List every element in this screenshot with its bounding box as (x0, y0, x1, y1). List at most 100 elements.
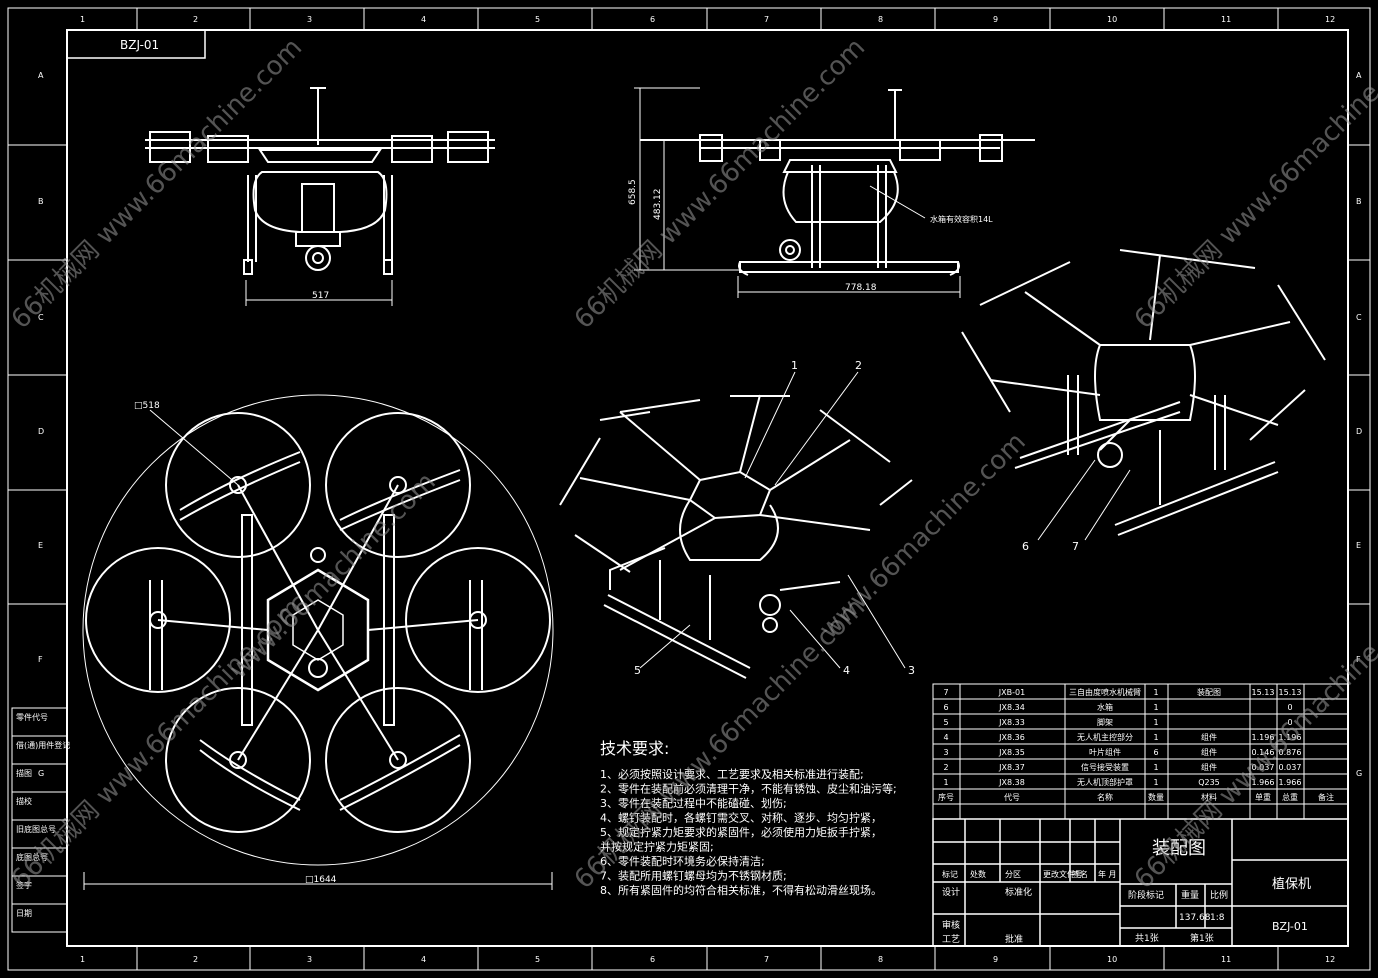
bom-cell: 0 (1287, 703, 1292, 712)
tech-item: 2、零件在装配前必须清理干净，不能有锈蚀、皮尘和油污等; (600, 782, 897, 796)
grid-col-bottom: 7 (764, 955, 769, 964)
watermark-3: 66机械网 www.66machine.com (1129, 33, 1378, 335)
callout-5: 5 (634, 664, 641, 677)
bom-cell: JXB-01 (998, 688, 1025, 697)
bom-cell: JX8.36 (998, 733, 1025, 742)
tb-label: 标记 (942, 869, 958, 879)
grid-col-top: 10 (1107, 15, 1117, 24)
grid-col-top: 4 (421, 15, 426, 24)
bom-cell: JX8.35 (998, 748, 1025, 757)
callout-7: 7 (1072, 540, 1079, 553)
bom-header-cell: 总重 (1282, 792, 1298, 802)
bom-cell: 1 (1153, 778, 1158, 787)
grid-col-top: 6 (650, 15, 655, 24)
tb-label: 更改文件号 (1043, 869, 1083, 879)
grid-row-left: F (38, 655, 43, 664)
tb-stage-label: 阶段标记 (1128, 889, 1164, 901)
dim-top-prop: □518 (134, 401, 160, 411)
grid-col-top: 11 (1221, 15, 1231, 24)
side-label: 描图 (16, 768, 32, 778)
tb-approve: 批准 (1005, 933, 1023, 945)
grid-col-top: 2 (193, 15, 198, 24)
bom-cell: 5 (943, 718, 948, 727)
bom-header-cell: 备注 (1318, 792, 1334, 802)
tb-weight-label: 重量 (1181, 889, 1199, 901)
grid-col-bottom: 2 (193, 955, 198, 964)
callout-3: 3 (908, 664, 915, 677)
dim-side-width: 778.18 (845, 283, 877, 293)
bom-cell: 信号接受装置 (1081, 762, 1129, 772)
tb-design: 设计 (942, 886, 960, 898)
bom-cell: 叶片组件 (1089, 747, 1121, 757)
grid-row-right: C (1356, 313, 1362, 322)
callout-1: 1 (791, 359, 798, 372)
bom-cell: 0.876 (1279, 748, 1302, 757)
bom-cell: JX8.38 (998, 778, 1025, 787)
title-block (932, 818, 1349, 947)
tb-weight-value: 137.68 (1179, 913, 1211, 923)
bom-cell: 2 (943, 763, 948, 772)
bom-cell: 1 (943, 778, 948, 787)
tank-note: 水箱有效容积14L (930, 214, 993, 224)
bom-cell: 4 (943, 733, 948, 742)
callout-2: 2 (855, 359, 862, 372)
dim-side-height-inner: 483.12 (653, 189, 663, 221)
bom-cell: 0.037 (1252, 763, 1275, 772)
drawing-code-top: BZJ-01 (120, 38, 159, 52)
bom-cell: 15.13 (1279, 688, 1302, 697)
tech-item: 7、装配所用螺钉螺母均为不锈钢材质; (600, 869, 787, 883)
bom-cell: JX8.37 (998, 763, 1025, 772)
bom-cell: 6 (943, 703, 948, 712)
bom-cell: 无人机顶部护罩 (1077, 777, 1133, 787)
tb-label: 年 月 (1098, 869, 1117, 879)
bom-header-cell: 材料 (1201, 792, 1217, 802)
grid-col-bottom: 8 (878, 955, 883, 964)
bom-cell: 1 (1153, 763, 1158, 772)
bom-cell: 1 (1153, 733, 1158, 742)
side-label: 旧底图总号 (16, 824, 56, 834)
bom-cell: 6 (1153, 748, 1158, 757)
grid-col-top: 5 (535, 15, 540, 24)
side-label: 签字 (16, 880, 32, 890)
bom-cell: 1 (1153, 718, 1158, 727)
tech-item: 4、螺钉装配时，各螺钉需交叉、对称、逐步、均匀拧紧， (600, 811, 882, 825)
bom-cell: 三自由度喷水机械臂 (1069, 687, 1141, 697)
grid-col-top: 12 (1325, 15, 1335, 24)
grid-col-bottom: 3 (307, 955, 312, 964)
iso-view-2 (961, 249, 1326, 541)
bom-cell: 0.146 (1252, 748, 1275, 757)
watermark-1: 66机械网 www.66machine.com (6, 33, 308, 335)
callout-4: 4 (843, 664, 850, 677)
grid-row-left: G (38, 769, 44, 778)
grid-col-top: 9 (993, 15, 998, 24)
drawing-code-box: BZJ-01 (66, 29, 206, 59)
bom-cell: 1.966 (1279, 778, 1302, 787)
bom-header-cell: 代号 (1004, 792, 1020, 802)
bom-cell: 1.196 (1279, 733, 1302, 742)
grid-col-bottom: 9 (993, 955, 998, 964)
grid-col-bottom: 11 (1221, 955, 1231, 964)
tb-review: 审核 (942, 919, 960, 931)
tb-labels: 标记处数分区更改文件号签名年 月 (942, 869, 1117, 879)
bom-cell: 3 (943, 748, 948, 757)
tech-item: 5、规定拧紧力矩要求的紧固件，必须使用力矩扳手拧紧， (600, 825, 882, 839)
grid-col-top: 1 (80, 15, 85, 24)
grid-row-right: G (1356, 769, 1362, 778)
grid-row-right: E (1356, 541, 1361, 550)
tb-sheet-no: 第1张 (1190, 932, 1214, 944)
watermark-2: 66机械网 www.66machine.com (569, 33, 871, 335)
bom-cell: 0 (1287, 718, 1292, 727)
callout-6: 6 (1022, 540, 1029, 553)
bom-cell: JX8.34 (998, 703, 1025, 712)
bom-cell: JX8.33 (998, 718, 1025, 727)
tb-drawing-type: 装配图 (1152, 838, 1206, 859)
bom-cell: 组件 (1201, 747, 1217, 757)
bom-cell: Q235 (1198, 778, 1220, 787)
grid-col-top: 7 (764, 15, 769, 24)
grid-row-left: D (38, 427, 44, 436)
side-label: 描校 (16, 796, 32, 806)
